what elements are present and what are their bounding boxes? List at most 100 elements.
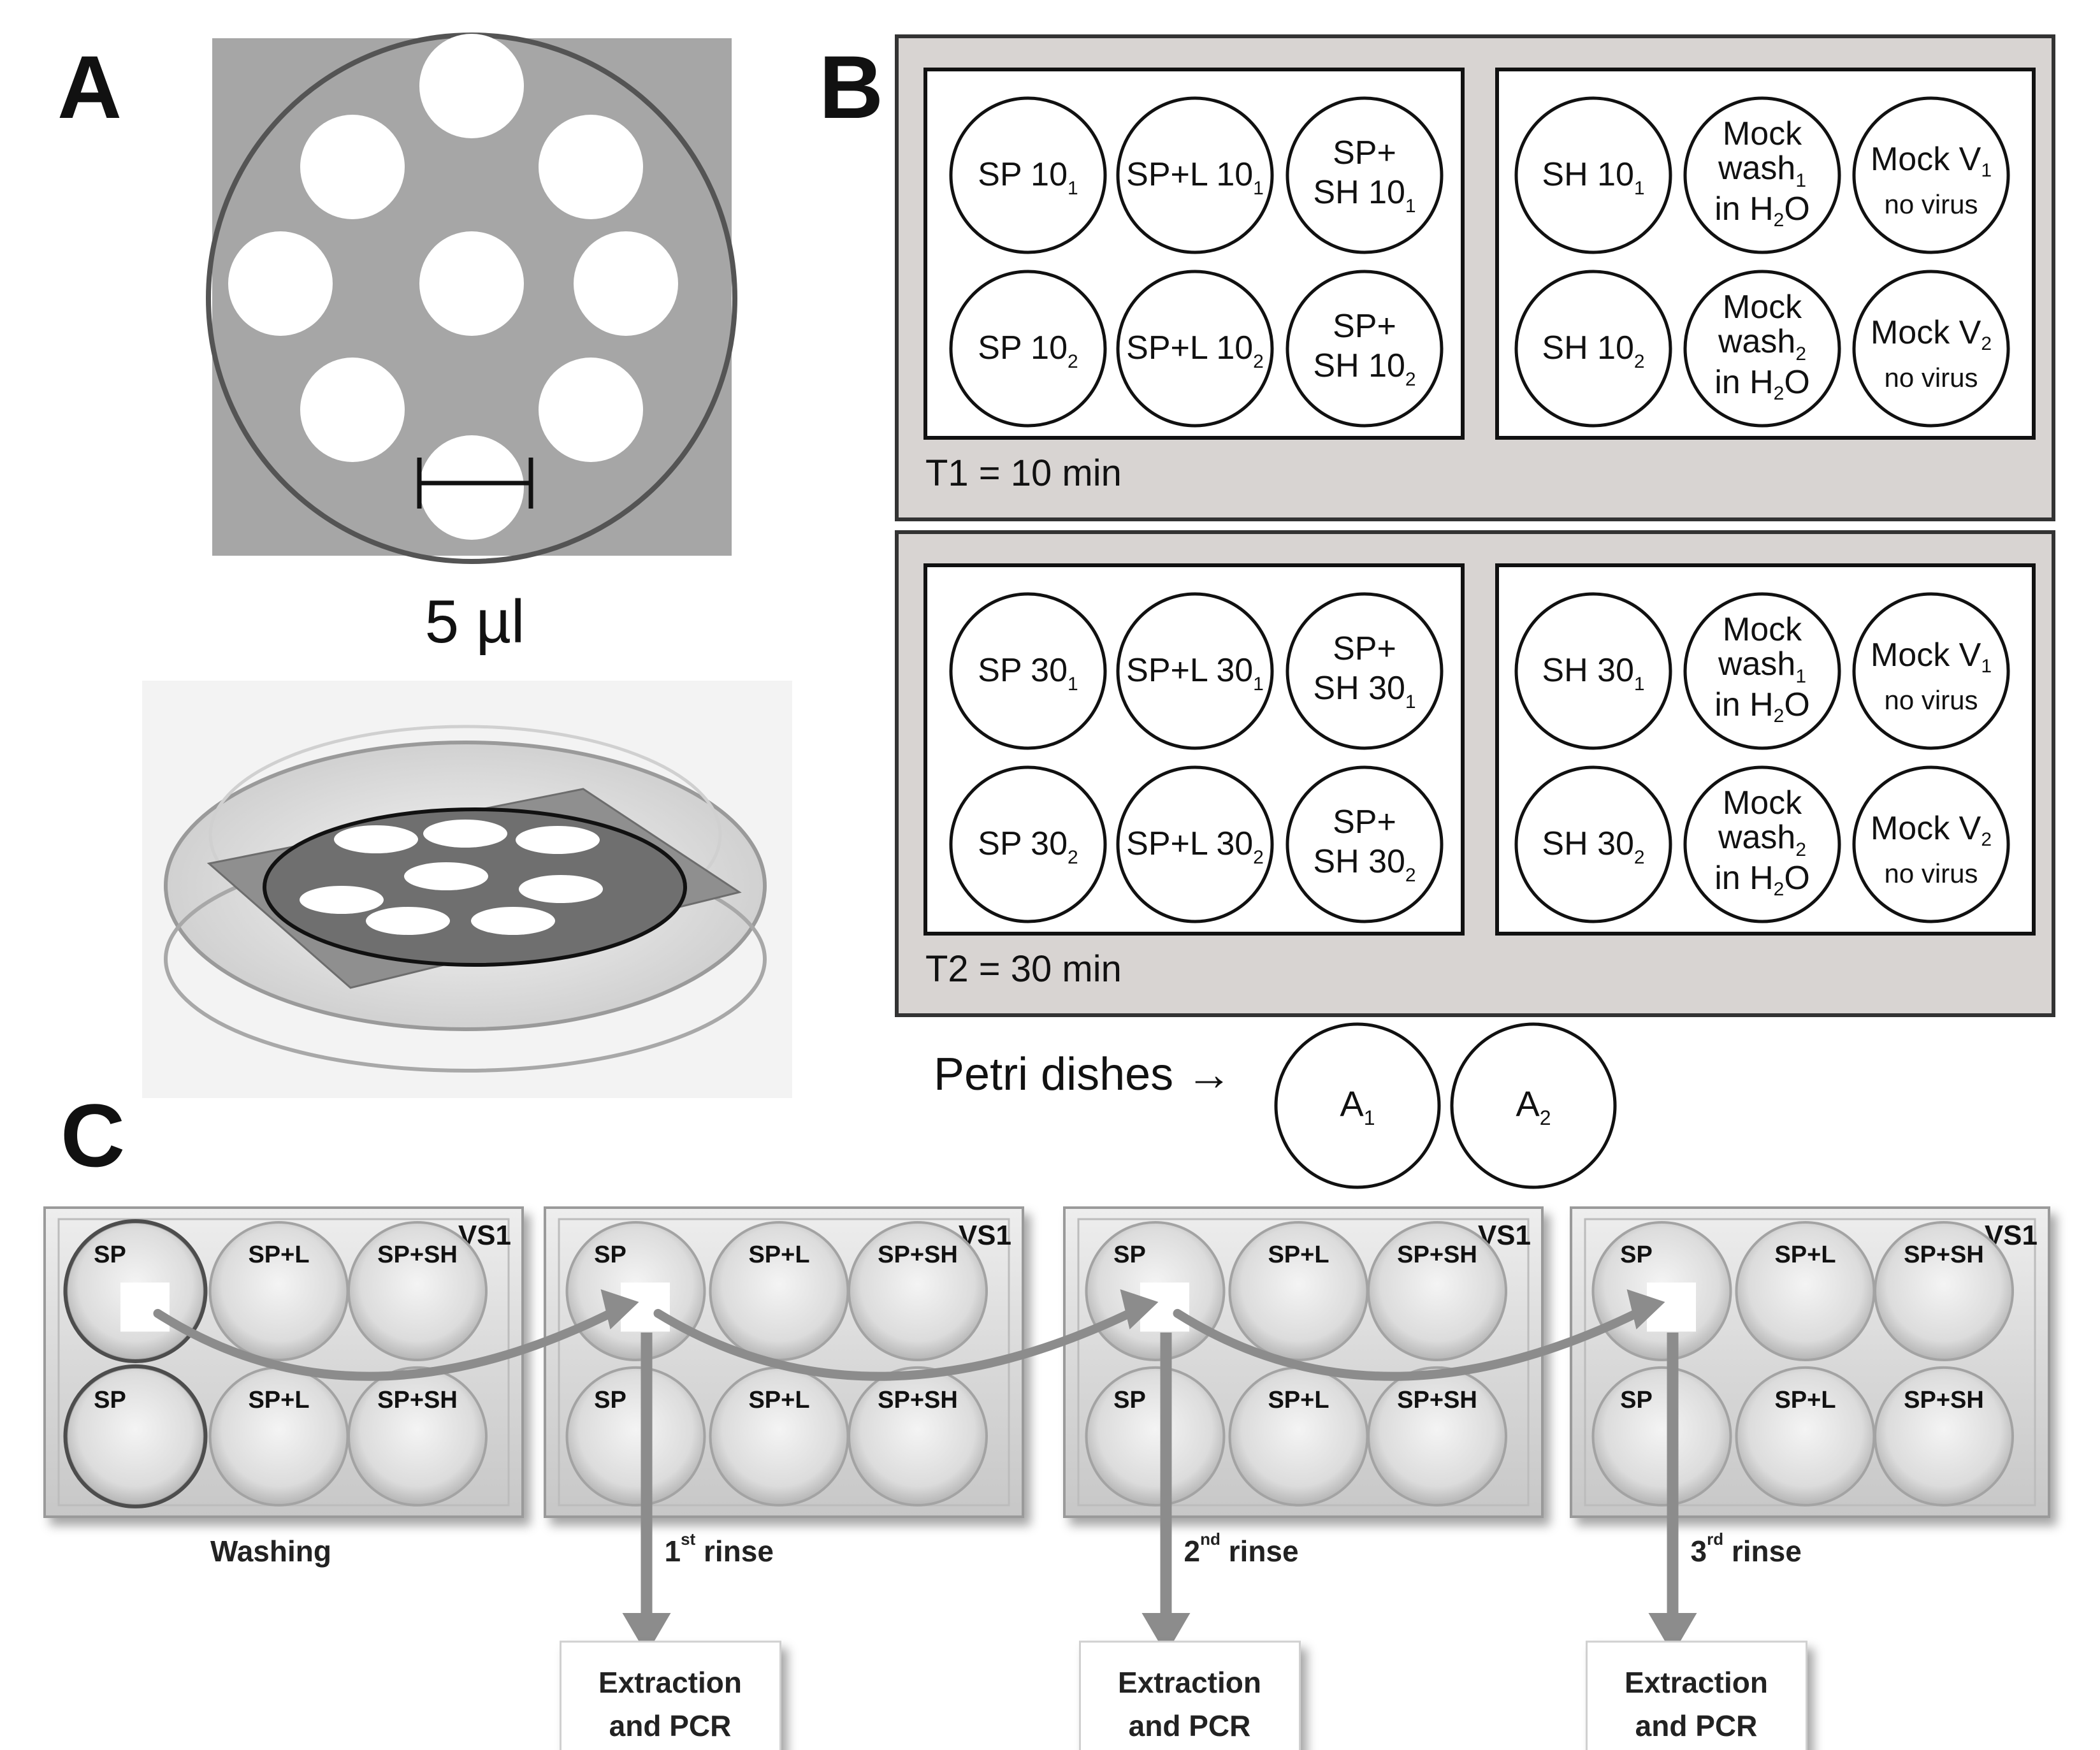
petri-dish-label: A2 — [1516, 1083, 1551, 1129]
sample-well — [1285, 270, 1444, 428]
plate-well-label: SP — [94, 1387, 126, 1414]
plate-well-label: SP+SH — [1397, 1387, 1477, 1414]
well-label: SP+L 301 — [1126, 652, 1264, 695]
plate-well — [1591, 1366, 1732, 1507]
plate-well — [1874, 1220, 2014, 1361]
well-label: SP+SH 301 — [1313, 630, 1416, 712]
plate-well-label: SP+SH — [377, 1241, 458, 1268]
sample-well — [1285, 592, 1444, 750]
plate-well — [347, 1220, 488, 1361]
plate-well-label: SP+SH — [1904, 1241, 1984, 1268]
template-spot — [419, 34, 524, 138]
scale-bar — [417, 458, 533, 509]
control-well — [1852, 592, 2010, 750]
photo-spot — [516, 826, 600, 854]
plate-well — [565, 1366, 706, 1507]
well-label: SH 101 — [1542, 156, 1644, 199]
extraction-box — [1586, 1640, 1807, 1750]
sample-well — [1116, 592, 1274, 750]
plate-well-label: SP+L — [748, 1387, 809, 1414]
template-spots — [228, 34, 678, 540]
well-label: SP 102 — [978, 329, 1078, 372]
plate-well-label: SP+SH — [1397, 1241, 1477, 1268]
plate-well-label: SP — [594, 1387, 626, 1414]
well-template-diagram — [206, 33, 737, 564]
plate-well-label: SP+SH — [878, 1387, 958, 1414]
well-label: SP+L 102 — [1126, 329, 1264, 372]
well-label: SP+SH 302 — [1313, 804, 1416, 886]
plate-well — [1874, 1366, 2014, 1507]
sample-well — [949, 592, 1107, 750]
plate-well-label: SP — [1620, 1387, 1653, 1414]
control-well — [1852, 765, 2010, 923]
control-well — [1514, 592, 1672, 750]
template-spot — [574, 231, 678, 336]
down-arrow-shaft — [1667, 1332, 1679, 1619]
plate-well-label: SP+L — [1774, 1387, 1836, 1414]
well-label: SH 302 — [1542, 825, 1644, 868]
plate-well — [848, 1220, 988, 1361]
extraction-label: Extraction — [1118, 1666, 1261, 1699]
control-well — [1514, 765, 1672, 923]
filter-square — [120, 1282, 170, 1332]
photo-spot — [471, 907, 555, 935]
plate-well-label: SP+L — [1268, 1241, 1329, 1268]
well-label: SP+L 101 — [1126, 156, 1264, 199]
petri-dish — [1450, 1022, 1617, 1189]
photo-spot — [423, 820, 507, 848]
template-spot — [419, 435, 524, 540]
petri-dish-label: A1 — [1340, 1083, 1375, 1129]
control-well — [1683, 765, 1841, 923]
extraction-label-2: and PCR — [609, 1709, 732, 1742]
plate-well — [1367, 1366, 1507, 1507]
photo-spot — [300, 886, 384, 914]
extraction-box — [1079, 1640, 1301, 1750]
transfer-arrowhead — [1120, 1289, 1159, 1329]
plate-well — [347, 1366, 488, 1507]
petri-dish-photo — [142, 681, 792, 1098]
down-arrow-head — [1648, 1612, 1697, 1654]
template-spot — [300, 115, 405, 219]
transfer-arrow — [653, 1305, 1141, 1381]
highlight-ring — [63, 1364, 208, 1508]
panel-label-a: A — [57, 37, 122, 137]
template-spot — [539, 358, 643, 462]
petri-dish — [1274, 1022, 1441, 1189]
extraction-label: Extraction — [598, 1666, 742, 1699]
control-well — [1683, 96, 1841, 254]
well-label: SP 302 — [978, 825, 1078, 868]
plate-well-label: SP+L — [248, 1241, 309, 1268]
control-well — [1683, 270, 1841, 428]
sample-well — [949, 765, 1107, 923]
extraction-label-2: and PCR — [1129, 1709, 1251, 1742]
panel-label-c: C — [61, 1085, 125, 1185]
petri-label: Petri dishes → — [934, 1049, 1232, 1100]
plate-well — [848, 1366, 988, 1507]
photo-spots — [300, 820, 603, 935]
down-arrow-head — [622, 1612, 671, 1654]
well-label: SP+L 302 — [1126, 825, 1264, 868]
rinse-label: 3rd rinse — [1691, 1529, 1802, 1568]
template-spot — [419, 231, 524, 336]
sample-well — [1116, 765, 1274, 923]
sample-well — [1116, 270, 1274, 428]
plate-well-label: SP+SH — [878, 1241, 958, 1268]
petri-dishes: A1 A2 — [1274, 1022, 1617, 1189]
down-arrow-shaft — [641, 1332, 653, 1619]
photo-spot — [519, 875, 603, 903]
transfer-arrowhead — [1626, 1289, 1665, 1329]
sample-well — [949, 96, 1107, 254]
control-well — [1852, 270, 2010, 428]
sample-well — [1116, 96, 1274, 254]
